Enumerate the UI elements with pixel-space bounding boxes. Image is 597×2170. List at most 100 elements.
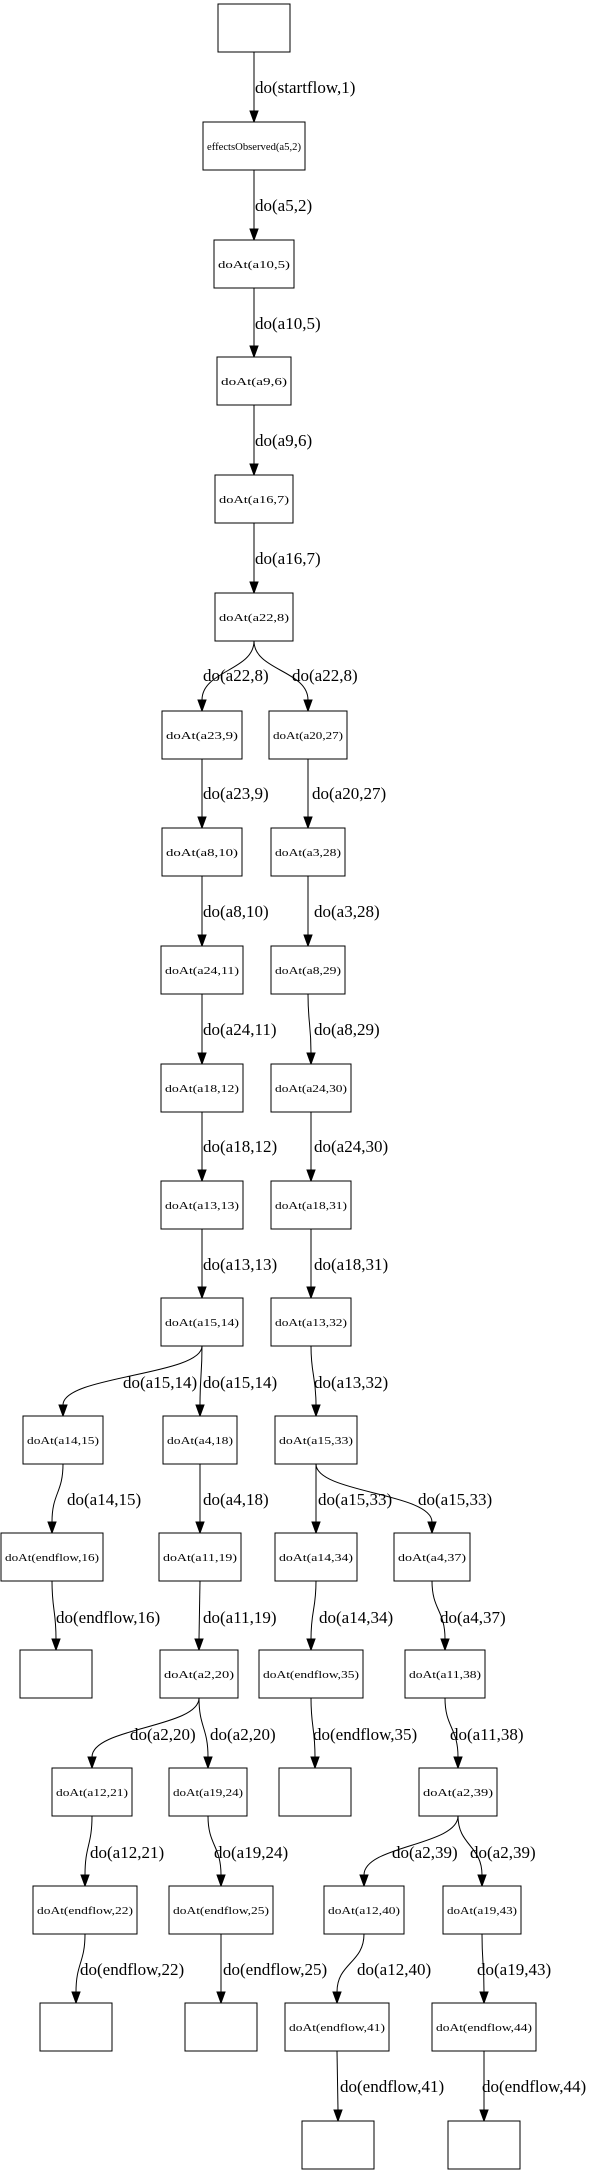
arrowhead-icon — [306, 1286, 316, 1300]
graph-edge: do(a4,18) — [195, 1464, 269, 1535]
arrowhead-icon — [311, 1521, 321, 1535]
graph-node: effectsObserved(a5,2) — [202, 121, 306, 171]
edge-label: do(a11,19) — [203, 1608, 277, 1627]
edge-line — [91, 1697, 200, 1758]
graph-edge: do(endflow,35) — [310, 1697, 417, 1770]
node-label: doAt(a19,43) — [447, 1905, 517, 1917]
node-label: doAt(a13,32) — [275, 1317, 347, 1329]
node-label: doAt(a16,7) — [219, 494, 289, 506]
node-box — [19, 1649, 93, 1699]
graph-node: doAt(a24,30) — [270, 1063, 352, 1113]
arrowhead-icon — [203, 1756, 213, 1770]
graph-node: doAt(a16,7) — [214, 474, 294, 524]
terminal-node — [301, 2120, 375, 2170]
arrowhead-icon — [306, 1638, 316, 1652]
terminal-node — [19, 1649, 93, 1699]
node-box — [202, 121, 306, 171]
node-box — [301, 2120, 375, 2170]
arrowhead-icon — [306, 1052, 316, 1066]
edge-label: do(a15,33) — [418, 1490, 492, 1509]
graph-edge: do(a2,20) — [87, 1697, 200, 1770]
graph-edge: do(a15,14) — [58, 1345, 203, 1418]
node-box — [214, 592, 294, 642]
arrowhead-icon — [197, 699, 207, 713]
node-box — [258, 1649, 364, 1699]
graph-node: doAt(endflow,44) — [431, 2002, 537, 2052]
graph-node: doAt(a14,15) — [22, 1415, 104, 1465]
node-label: doAt(a13,13) — [165, 1200, 239, 1212]
edge-label: do(a14,34) — [319, 1608, 393, 1627]
node-box — [51, 1767, 133, 1817]
node-box — [268, 710, 348, 760]
edge-label: do(a23,9) — [203, 784, 269, 803]
edge-label: do(a2,39) — [392, 1843, 458, 1862]
edge-line — [315, 1463, 433, 1523]
edge-line — [444, 1697, 459, 1758]
graph-edge: do(a15,33) — [315, 1463, 492, 1535]
graph-node: doAt(a19,24) — [168, 1767, 248, 1817]
arrowhead-icon — [477, 1874, 487, 1888]
node-box — [270, 1297, 352, 1347]
node-label: doAt(endflow,22) — [37, 1905, 133, 1917]
node-box — [274, 1415, 358, 1465]
graph-edge: do(a13,13) — [197, 1229, 277, 1300]
edge-line — [201, 640, 255, 701]
node-label: doAt(a12,21) — [56, 1787, 128, 1799]
node-label: doAt(a14,34) — [279, 1552, 353, 1564]
graph-edge: do(a11,38) — [444, 1697, 524, 1770]
graph-node: doAt(a10,5) — [213, 239, 295, 289]
arrowhead-icon — [310, 1756, 320, 1770]
edge-label: do(a2,39) — [470, 1843, 536, 1862]
node-box — [213, 239, 295, 289]
edge-label: do(a15,33) — [318, 1490, 392, 1509]
arrowhead-icon — [332, 1991, 342, 2005]
node-label: doAt(a4,37) — [398, 1552, 466, 1564]
graph-edge: do(a11,19) — [194, 1580, 277, 1652]
edge-line — [431, 1580, 446, 1640]
arrowhead-icon — [311, 1404, 321, 1418]
edge-label: do(a16,7) — [255, 549, 321, 568]
node-box — [160, 1297, 244, 1347]
node-label: doAt(a15,33) — [279, 1435, 353, 1447]
edge-label: do(a11,38) — [450, 1725, 524, 1744]
node-box — [274, 1532, 358, 1582]
node-label: doAt(a10,5) — [218, 259, 290, 271]
graph-node: doAt(endflow,22) — [32, 1885, 138, 1935]
node-label: doAt(a22,8) — [219, 612, 289, 624]
graph-edge: do(startflow,1) — [249, 52, 355, 124]
edge-label: do(a2,20) — [210, 1725, 276, 1744]
node-label: doAt(a12,40) — [328, 1905, 400, 1917]
node-label: doAt(a8,10) — [166, 847, 238, 859]
node-box — [39, 2002, 113, 2052]
node-label: doAt(a24,11) — [165, 965, 239, 977]
node-label: doAt(a19,24) — [173, 1787, 243, 1799]
edge-label: do(a4,37) — [440, 1608, 506, 1627]
graph-edge: do(a3,28) — [303, 876, 380, 948]
node-box — [270, 945, 346, 995]
node-box — [270, 1180, 352, 1230]
graph-edge: do(a20,27) — [303, 759, 386, 830]
edge-label: do(a22,8) — [203, 666, 269, 685]
node-box — [160, 1180, 244, 1230]
graph-edge: do(a18,12) — [197, 1112, 277, 1183]
edge-line — [51, 1580, 57, 1640]
graph-edge: do(a8,10) — [197, 876, 269, 948]
graph-node: doAt(a8,29) — [270, 945, 346, 995]
node-label: doAt(a14,15) — [27, 1435, 99, 1447]
edge-label: do(endflow,44) — [482, 2077, 586, 2096]
graph-node: doAt(a2,20) — [159, 1649, 239, 1699]
arrowhead-icon — [479, 2109, 489, 2123]
edge-label: do(endflow,25) — [223, 1960, 327, 1979]
graph-node: doAt(a11,38) — [404, 1649, 486, 1699]
node-label: doAt(a23,9) — [166, 730, 238, 742]
edge-label: do(a19,43) — [477, 1960, 551, 1979]
graph-node: doAt(a15,14) — [160, 1297, 244, 1347]
node-label: doAt(a3,28) — [275, 847, 341, 859]
node-box — [270, 1063, 352, 1113]
edge-label: do(a8,29) — [314, 1020, 380, 1039]
graph-node: doAt(a23,9) — [161, 710, 243, 760]
edge-label: do(a20,27) — [312, 784, 386, 803]
node-label: doAt(a11,38) — [409, 1669, 481, 1681]
edge-label: do(a2,20) — [130, 1725, 196, 1744]
